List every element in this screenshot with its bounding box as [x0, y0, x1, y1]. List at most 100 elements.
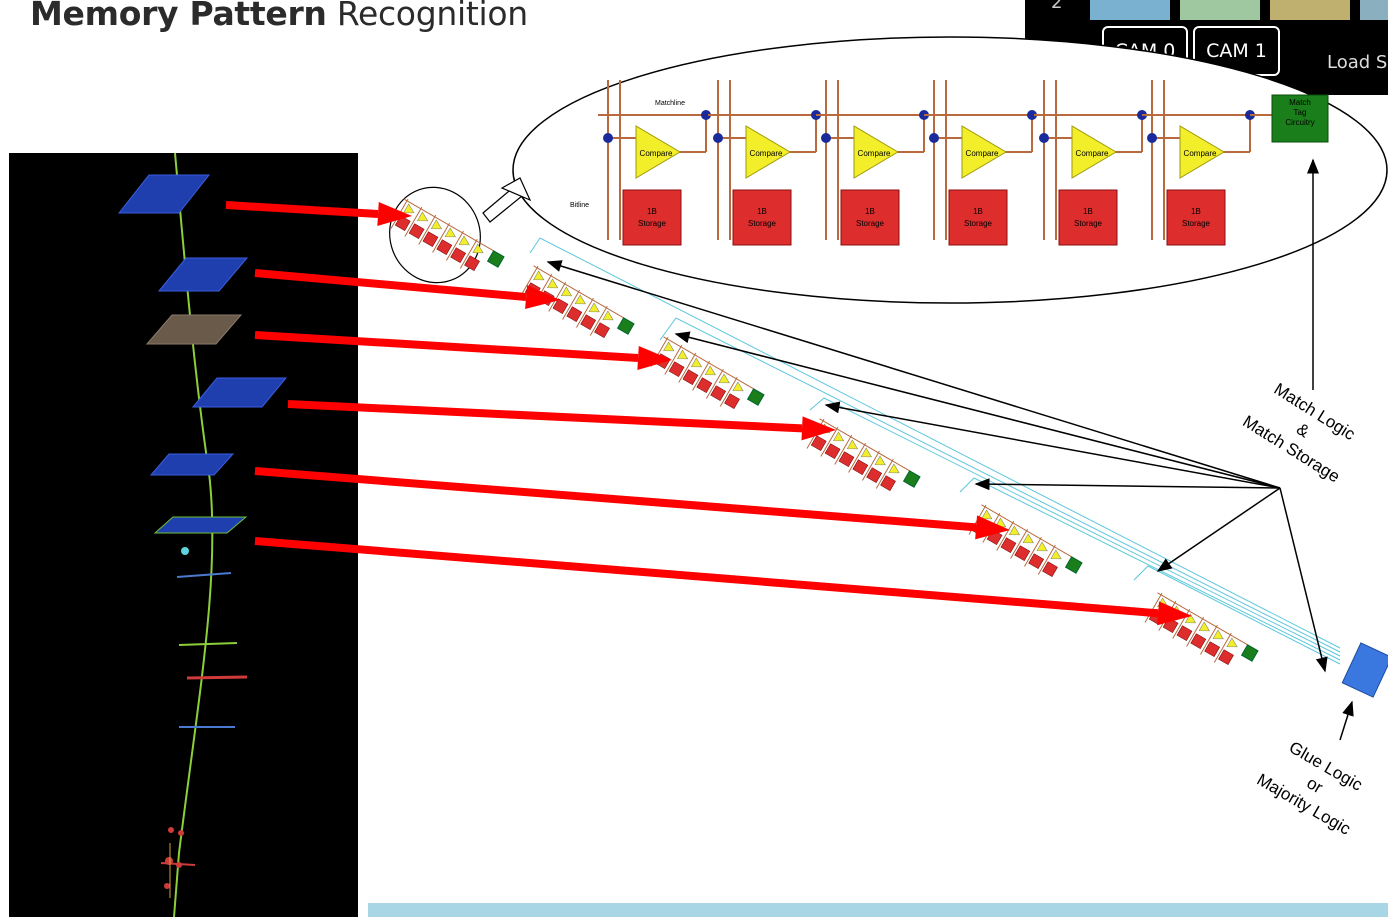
bus-lines — [529, 237, 1341, 665]
storage-block — [840, 189, 900, 246]
storage-label-1: 1B — [647, 207, 657, 216]
compare-label: Compare — [640, 149, 673, 158]
stage-compare — [704, 365, 716, 376]
storage-label-2: Storage — [856, 219, 885, 228]
red-arrow-6 — [254, 537, 1159, 618]
detector-plane-5 — [149, 453, 235, 476]
storage-label-1: 1B — [757, 207, 767, 216]
storage-block — [1166, 189, 1226, 246]
compare-triangle — [1071, 125, 1117, 179]
cam-stage-1 — [390, 198, 505, 272]
red-arrowhead — [637, 345, 672, 370]
stage-compare — [732, 381, 744, 392]
stage-compare — [472, 243, 484, 254]
compare-triangle — [635, 125, 681, 179]
storage-label-1: 1B — [1191, 207, 1201, 216]
red-arrow-3 — [254, 331, 639, 362]
stage-storage — [710, 385, 727, 402]
stage-match-block — [902, 470, 921, 488]
storage-block — [948, 189, 1008, 246]
stage-compare — [547, 278, 559, 289]
title-rest: Recognition — [326, 0, 528, 33]
title-bold: Memory Pattern — [30, 0, 327, 33]
stage-compare — [718, 373, 730, 384]
cam-stage-5 — [968, 504, 1083, 578]
stage-compare — [560, 286, 573, 297]
compare-triangle — [745, 125, 791, 179]
stage-storage — [1176, 625, 1193, 642]
stage-match-block — [616, 317, 635, 335]
compare-triangle — [961, 125, 1007, 179]
match-circuitry-3: Circuitry — [1285, 118, 1314, 127]
red-arrow-4 — [287, 400, 803, 433]
cam-cell-4: Compare 1B Storage — [924, 80, 1037, 246]
stage-compare — [1022, 533, 1034, 544]
stage-storage — [668, 361, 685, 378]
stage-compare — [1198, 621, 1210, 632]
stage-compare — [888, 463, 900, 474]
stage-match-block — [486, 250, 505, 268]
stage-compare — [1008, 525, 1021, 536]
stage-storage — [880, 475, 896, 492]
stage-storage — [838, 451, 855, 468]
stage-compare — [1184, 613, 1197, 624]
red-arrow-2 — [254, 269, 527, 301]
cam-stage-3 — [650, 336, 765, 410]
annotation-arrows — [546, 158, 1354, 741]
chip-strip — [1090, 0, 1388, 20]
stage-storage — [1218, 649, 1234, 666]
stage-compare — [417, 211, 429, 222]
stage-compare — [444, 227, 456, 238]
stage-storage — [696, 377, 713, 394]
stage-compare — [403, 203, 415, 214]
storage-block — [732, 189, 792, 246]
stage-compare — [458, 235, 470, 246]
storage-label-1: 1B — [865, 207, 875, 216]
stage-compare — [981, 509, 993, 520]
stage-storage — [824, 443, 841, 460]
storage-label-2: Storage — [1182, 219, 1211, 228]
match-tag-circuitry — [1271, 94, 1329, 143]
storage-label-2: Storage — [748, 219, 777, 228]
footer-bar — [368, 903, 1388, 917]
svg-text:&: & — [1293, 419, 1313, 441]
compare-label: Compare — [1076, 149, 1109, 158]
compare-label: Compare — [966, 149, 999, 158]
stage-storage — [594, 322, 610, 339]
track-event-display — [117, 152, 288, 918]
storage-label-1: 1B — [973, 207, 983, 216]
stage-storage — [724, 393, 740, 410]
load-label: Load S — [1327, 52, 1388, 73]
stage-storage — [1204, 641, 1221, 658]
detector-plane-6 — [153, 516, 248, 534]
red-arrowhead — [377, 202, 412, 226]
storage-label-2: Storage — [1074, 219, 1103, 228]
detector-plane-2 — [157, 257, 249, 292]
stage-storage — [682, 369, 699, 386]
cam-cell-5: Compare 1B Storage — [1034, 80, 1147, 246]
svg-text:Glue Logic: Glue Logic — [1286, 738, 1366, 795]
compare-label: Compare — [858, 149, 891, 158]
stage-compare — [602, 310, 614, 321]
stage-compare — [533, 270, 545, 281]
stage-storage — [866, 467, 883, 484]
stage-compare — [1050, 549, 1062, 560]
stage-storage — [1014, 545, 1031, 562]
stage-compare — [1226, 637, 1238, 648]
stage-storage — [464, 255, 480, 272]
storage-label-2: Storage — [638, 219, 667, 228]
stage-compare — [833, 431, 845, 442]
stage-match-block — [1064, 556, 1083, 574]
stage-storage — [422, 231, 439, 248]
red-arrow-5 — [254, 467, 977, 532]
storage-label-1: 1B — [1083, 207, 1093, 216]
detector-plane-1 — [117, 174, 211, 214]
stage-compare — [574, 294, 586, 305]
stage-storage — [580, 314, 597, 331]
stage-compare — [1212, 629, 1224, 640]
cam-stage-4 — [806, 418, 921, 492]
storage-label-2: Storage — [964, 219, 993, 228]
storage-block — [622, 189, 682, 246]
